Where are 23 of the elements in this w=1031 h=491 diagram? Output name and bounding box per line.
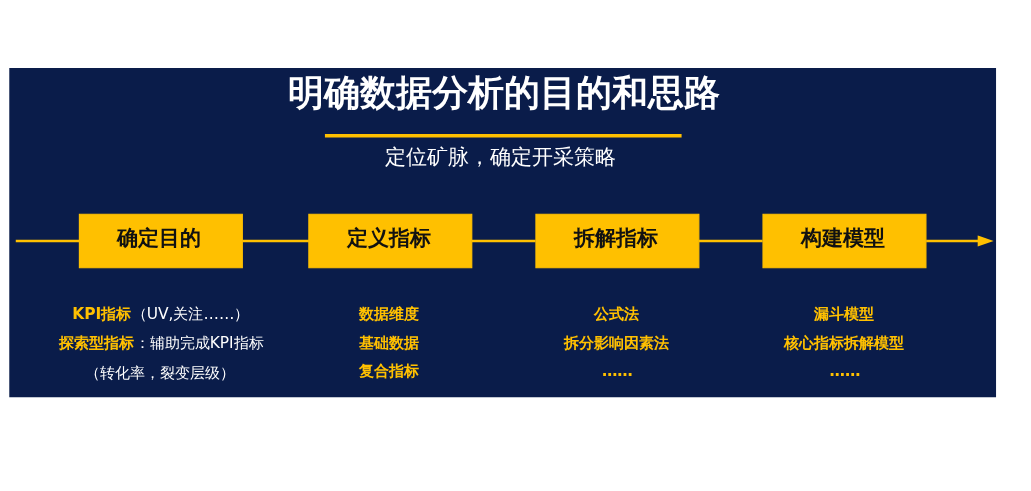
node-label: 数据维度 [359,305,420,324]
node-label: …… [829,362,861,381]
diagram-title: 明确数据分析的目的和思路 [288,71,721,113]
node-box: 确定目的 [78,213,243,269]
node-label: 核心指标拆解模型 [783,333,904,352]
node-box: 拆解指标 [535,213,700,269]
connector [15,239,80,243]
label: 定位矿脉，确定开采策略 [384,144,616,170]
connector [242,239,309,243]
node-label: 探索型指标：辅助完成KPI指标 [58,333,264,352]
node-label: 基础数据 [359,333,420,352]
connector [699,239,763,243]
node-label: 公式法 [594,305,640,324]
node-label: （转化率，裂变层级） [85,363,236,382]
connector [471,239,536,243]
node-box: 定义指标 [308,213,473,269]
node-label: 拆分影响因素法 [563,333,669,352]
node-label: 漏斗模型 [814,305,875,324]
node-box: 构建模型 [762,213,927,269]
arrow [926,235,994,247]
node-label: …… [601,362,633,381]
node-label: KPI指标（UV,关注……） [72,305,250,324]
node-label: 复合指标 [359,362,420,381]
